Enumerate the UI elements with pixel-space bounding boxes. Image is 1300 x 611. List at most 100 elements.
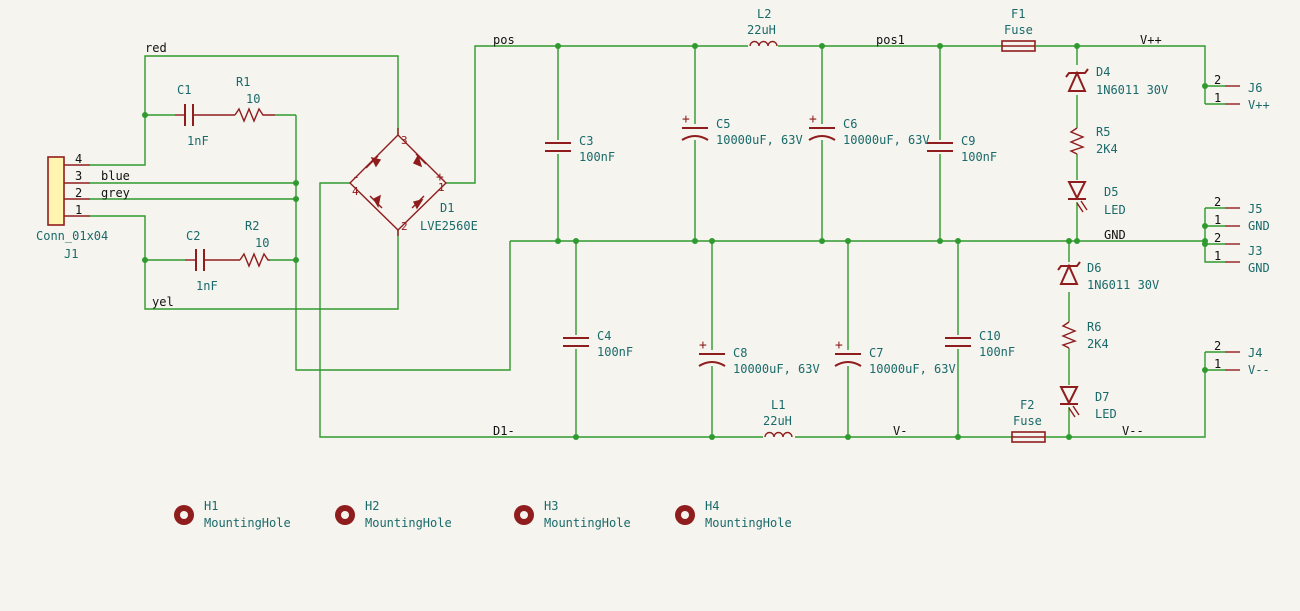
mounting-hole-h3[interactable]: H3 MountingHole [514,499,631,530]
d1-ref: D1 [440,201,454,215]
inductor-l1[interactable]: L1 22uH [763,398,793,438]
j1-pin-3: 3 [75,169,82,183]
f2-value: Fuse [1013,414,1042,428]
net-label-d1-minus: D1- [493,424,515,438]
electrolytic-capacitor-c8[interactable]: + C8 10000uF, 63V [698,338,820,376]
resistor-r6[interactable]: R6 2K4 [1061,320,1109,351]
d1-pin-3: 3 [401,134,408,147]
c4-ref: C4 [597,329,611,343]
c2-ref: C2 [186,229,200,243]
connector-j4[interactable]: 2 1 J4 V-- [1214,339,1270,377]
capacitor-c2[interactable]: C2 1nF [185,229,240,293]
junctions [142,43,1208,440]
j3-pin1-label: GND [1248,261,1270,275]
capacitor-c3[interactable]: C3 100nF [545,134,615,164]
h1-value: MountingHole [204,516,291,530]
resistor-r2[interactable]: R2 10 [239,219,270,268]
d4-ref: D4 [1096,65,1110,79]
j5-pin-2: 2 [1214,195,1221,209]
d7-ref: D7 [1095,390,1109,404]
j5-ref: J5 [1248,202,1262,216]
electrolytic-capacitor-c5[interactable]: + C5 10000uF, 63V [681,112,803,147]
j4-ref: J4 [1248,346,1262,360]
resistor-r5[interactable]: R5 2K4 [1069,125,1118,156]
c9-ref: C9 [961,134,975,148]
d1-minus-mark: - [352,170,360,185]
inductor-l2[interactable]: L2 22uH [747,7,778,47]
resistor-r1[interactable]: R1 10 [234,75,275,123]
f2-ref: F2 [1020,398,1034,412]
d7-value: LED [1095,407,1117,421]
j1-pin-1: 1 [75,203,82,217]
c5-value: 10000uF, 63V [716,133,803,147]
d6-ref: D6 [1087,261,1101,275]
c8-value: 10000uF, 63V [733,362,820,376]
r5-value: 2K4 [1096,142,1118,156]
electrolytic-capacitor-c6[interactable]: + C6 10000uF, 63V [808,112,930,147]
net-label-red: red [145,41,167,55]
mounting-hole-h1[interactable]: H1 MountingHole [174,499,291,530]
c1-ref: C1 [177,83,191,97]
j1-value: Conn_01x04 [36,229,108,243]
capacitor-c9[interactable]: C9 100nF [927,134,997,164]
net-label-blue: blue [101,169,130,183]
net-label-pos1: pos1 [876,33,905,47]
j1-pin-2: 2 [75,186,82,200]
led-d5[interactable]: D5 LED [1067,181,1126,217]
led-d7[interactable]: D7 LED [1059,386,1117,421]
c5-ref: C5 [716,117,730,131]
j4-pin-2: 2 [1214,339,1221,353]
electrolytic-capacitor-c7[interactable]: + C7 10000uF, 63V [834,338,956,376]
d1-pin-4: 4 [352,185,359,198]
net-label-vpp: V++ [1140,33,1162,47]
r6-value: 2K4 [1087,337,1109,351]
bridge-rectifier-d1[interactable]: 3 4 1 2 - + D1 LVE2560E [349,128,478,236]
r6-ref: R6 [1087,320,1101,334]
l1-ref: L1 [771,398,785,412]
connector-j5[interactable]: 2 1 J5 GND [1214,195,1270,233]
capacitor-c1[interactable]: C1 1nF [175,83,235,148]
r2-value: 10 [255,236,269,250]
j4-pin1-label: V-- [1248,363,1270,377]
net-label-grey: grey [101,186,130,200]
net-label-gnd: GND [1104,228,1126,242]
connector-j1[interactable]: 4 3 2 1 Conn_01x04 J1 [36,152,108,261]
fuse-f2[interactable]: F2 Fuse [1011,398,1046,443]
capacitor-c10[interactable]: C10 100nF [945,329,1015,359]
mounting-hole-h4[interactable]: H4 MountingHole [675,499,792,530]
j3-pin-1: 1 [1214,249,1221,263]
fuse-f1[interactable]: F1 Fuse [1001,7,1036,52]
l1-value: 22uH [763,414,792,428]
net-labels: red blue grey yel pos pos1 V++ GND D1- V… [101,33,1162,438]
j3-pin-2: 2 [1214,231,1221,245]
zener-diode-d6[interactable]: D6 1N6011 30V [1057,261,1159,292]
c7-value: 10000uF, 63V [869,362,956,376]
j3-ref: J3 [1248,244,1262,258]
j5-pin-1: 1 [1214,213,1221,227]
zener-diode-d4[interactable]: D4 1N6011 30V [1065,65,1168,97]
c4-value: 100nF [597,345,633,359]
c7-ref: C7 [869,346,883,360]
h2-value: MountingHole [365,516,452,530]
mounting-hole-h2[interactable]: H2 MountingHole [335,499,452,530]
f1-value: Fuse [1004,23,1033,37]
d1-value: LVE2560E [420,219,478,233]
d4-value: 1N6011 30V [1096,83,1168,97]
d5-value: LED [1104,203,1126,217]
j6-ref: J6 [1248,81,1262,95]
j4-pin-1: 1 [1214,357,1221,371]
j6-pin-1: 1 [1214,91,1221,105]
h3-value: MountingHole [544,516,631,530]
connector-j6[interactable]: 2 1 J6 V++ [1214,73,1270,112]
capacitor-c4[interactable]: C4 100nF [563,329,633,359]
d5-ref: D5 [1104,185,1118,199]
d6-value: 1N6011 30V [1087,278,1159,292]
connector-j3[interactable]: 2 1 J3 GND [1214,231,1270,275]
h3-ref: H3 [544,499,558,513]
h1-ref: H1 [204,499,218,513]
h4-ref: H4 [705,499,719,513]
c8-ref: C8 [733,346,747,360]
j6-pin1-label: V++ [1248,98,1270,112]
r1-value: 10 [246,92,260,106]
c6-value: 10000uF, 63V [843,133,930,147]
